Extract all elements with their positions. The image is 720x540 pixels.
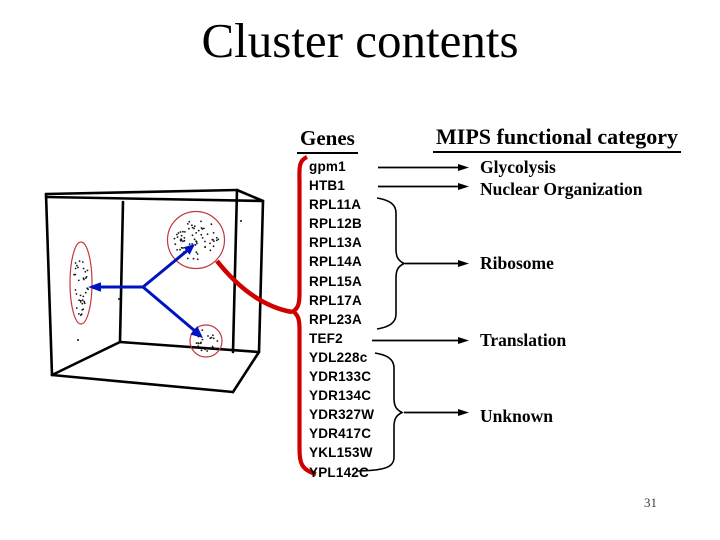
slide-title: Cluster contents bbox=[201, 13, 519, 68]
gene-item: HTB1 bbox=[309, 178, 346, 194]
brace-ribosome bbox=[376, 197, 406, 330]
brace-unknown bbox=[357, 352, 404, 472]
gene-item: YDL228c bbox=[309, 349, 368, 365]
gene-item: TEF2 bbox=[309, 330, 343, 346]
bottom-cluster-outline bbox=[189, 324, 223, 358]
arrowhead-unknown bbox=[458, 409, 469, 416]
arrowhead-translation bbox=[458, 337, 469, 344]
gene-item: YKL153W bbox=[309, 445, 373, 461]
arrowhead-ribosome bbox=[458, 260, 469, 267]
category-label-unknown: Unknown bbox=[480, 406, 553, 426]
red-gene-brace bbox=[289, 155, 317, 477]
red-curve-from-cluster bbox=[215, 259, 293, 315]
gene-item: RPL12B bbox=[309, 216, 362, 232]
tree-arm-upper bbox=[142, 248, 189, 289]
category-label-nuclear-organization: Nuclear Organization bbox=[480, 179, 643, 199]
arrowhead-upper bbox=[183, 244, 195, 255]
gene-item: RPL11A bbox=[309, 197, 362, 213]
mips-column-heading: MIPS functional category bbox=[433, 124, 681, 153]
gene-item: YDR134C bbox=[309, 388, 372, 404]
cube-wireframe bbox=[44, 188, 265, 394]
red-connector bbox=[215, 155, 317, 477]
gene-list: gpm1 HTB1 RPL11A RPL12B RPL13A RPL14A RP… bbox=[309, 157, 374, 482]
arrowhead-lower bbox=[190, 326, 203, 338]
gene-item: RPL14A bbox=[309, 254, 362, 270]
page-number: 31 bbox=[644, 495, 657, 510]
cluster-outlines bbox=[69, 210, 226, 358]
gene-item: RPL17A bbox=[309, 292, 362, 308]
category-label-glycolysis: Glycolysis bbox=[480, 157, 556, 177]
gene-item: YDR417C bbox=[309, 426, 372, 442]
gene-item: YPL142C bbox=[309, 464, 369, 480]
centroid-tree bbox=[88, 244, 203, 338]
gene-item: RPL23A bbox=[309, 311, 362, 327]
gene-category-links bbox=[357, 164, 469, 472]
arrowhead-nuclear bbox=[458, 183, 469, 190]
arrowhead-glycolysis bbox=[458, 164, 469, 171]
gene-item: YDR327W bbox=[309, 407, 375, 423]
category-label-ribosome: Ribosome bbox=[480, 253, 554, 273]
genes-column-heading: Genes bbox=[297, 126, 358, 154]
gene-item: RPL13A bbox=[309, 235, 362, 251]
gene-item: YDR133C bbox=[309, 369, 372, 385]
left-cluster-outline bbox=[69, 241, 93, 325]
tree-arm-lower bbox=[142, 285, 196, 333]
arrowhead-left bbox=[88, 282, 101, 292]
gene-item: RPL15A bbox=[309, 273, 362, 289]
cluster-dots bbox=[73, 220, 242, 352]
top-right-cluster-outline bbox=[166, 210, 226, 270]
category-label-translation: Translation bbox=[480, 330, 567, 350]
gene-item: gpm1 bbox=[309, 159, 346, 174]
